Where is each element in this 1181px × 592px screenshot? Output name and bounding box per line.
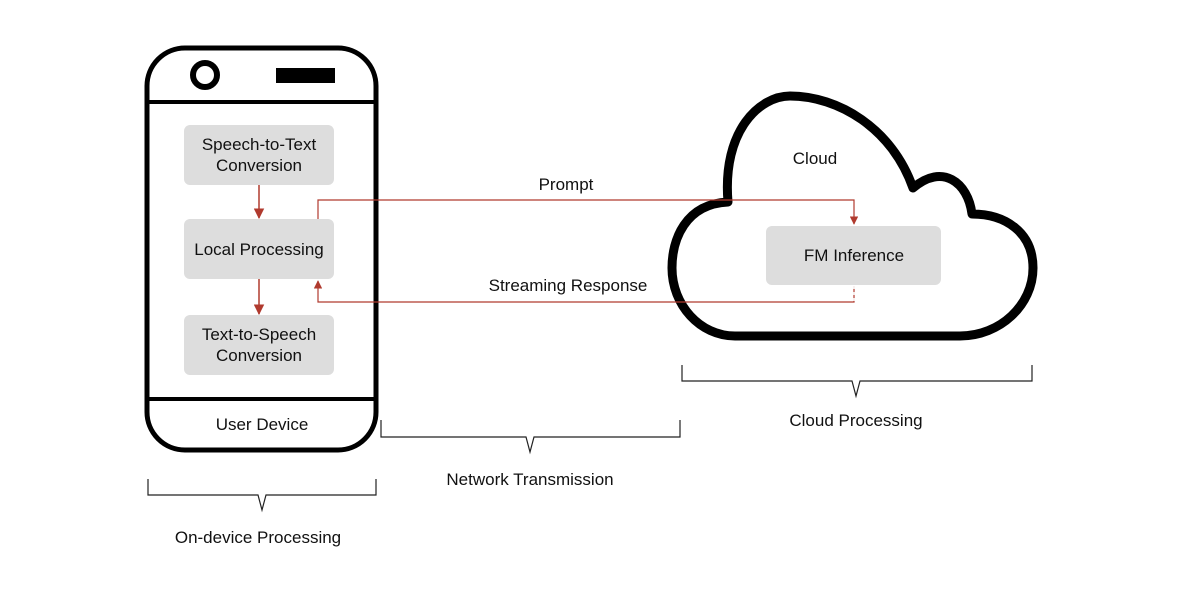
cloud-label: Cloud: [793, 149, 837, 168]
streaming-response-label: Streaming Response: [489, 276, 648, 295]
user-device-label: User Device: [216, 415, 309, 434]
user-device: User Device: [144, 45, 379, 453]
speech-to-text-box: Speech-to-Text Conversion: [184, 125, 334, 185]
phone-outline: [144, 45, 379, 453]
on-device-label: On-device Processing: [175, 528, 341, 547]
camera-icon: [190, 60, 220, 90]
text-to-speech-line1: Text-to-Speech: [202, 325, 316, 344]
on-device-brace: On-device Processing: [147, 479, 377, 547]
fm-inference-label: FM Inference: [804, 246, 904, 265]
text-to-speech-line2: Conversion: [216, 346, 302, 365]
network-brace: Network Transmission: [380, 420, 681, 489]
prompt-arrow: [317, 199, 859, 225]
speech-to-text-line2: Conversion: [216, 156, 302, 175]
text-to-speech-box: Text-to-Speech Conversion: [184, 315, 334, 375]
network-label: Network Transmission: [446, 470, 613, 489]
fm-inference-box: FM Inference: [766, 226, 941, 285]
cloud: Cloud: [667, 91, 1038, 341]
speaker-icon: [276, 68, 335, 83]
cloud-brace: Cloud Processing: [681, 365, 1033, 430]
prompt-label: Prompt: [539, 175, 594, 194]
cloud-processing-label: Cloud Processing: [789, 411, 922, 430]
local-processing-label: Local Processing: [194, 240, 323, 259]
speech-to-text-line1: Speech-to-Text: [202, 135, 317, 154]
local-processing-box: Local Processing: [184, 219, 334, 279]
cloud-outline: [667, 91, 1038, 341]
